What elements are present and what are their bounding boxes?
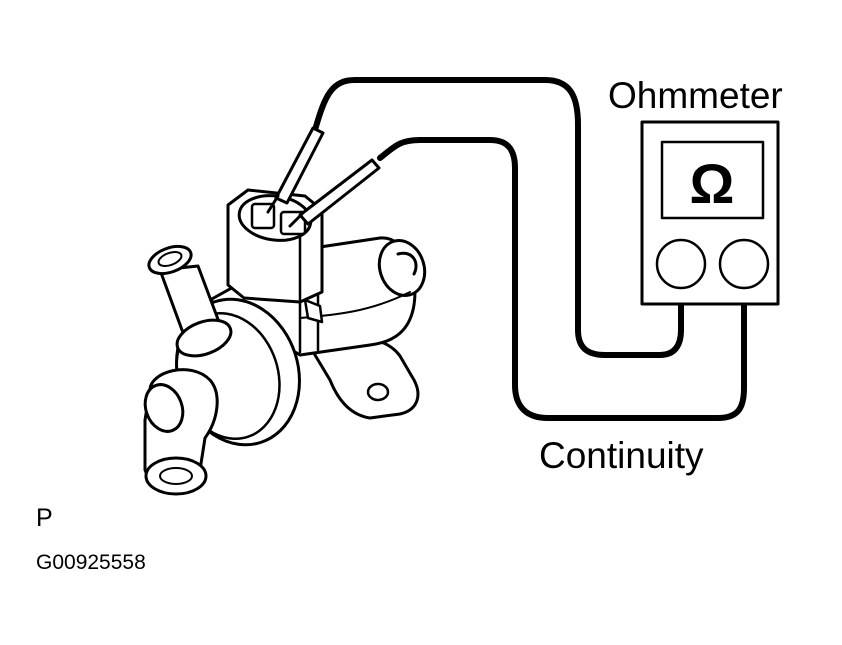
- tester-probes: [266, 126, 381, 228]
- ohmmeter-terminal-right: [718, 238, 770, 290]
- ohmmeter: Ω: [640, 120, 780, 306]
- lower-port-inlet: [143, 383, 185, 433]
- view-code-label: P: [36, 504, 53, 532]
- probe-1-tip: [266, 194, 280, 214]
- upper-port-bore: [157, 251, 183, 267]
- upper-port-collar: [175, 318, 233, 358]
- upper-port: [147, 244, 233, 358]
- lower-port-bore: [159, 467, 193, 485]
- ohmmeter-label: Ohmmeter: [608, 75, 783, 116]
- probe-1: [274, 126, 325, 205]
- vacuum-switching-valve: [143, 126, 427, 496]
- solenoid-endcap-nub: [396, 251, 418, 276]
- ohmmeter-display: [660, 140, 765, 220]
- test-leads: [312, 77, 747, 421]
- bracket-bolt-hole: [366, 382, 390, 402]
- continuity-label: Continuity: [539, 435, 704, 476]
- lead-wire-2: [377, 137, 747, 421]
- figure-id-label: G00925558: [36, 551, 146, 574]
- ohmmeter-terminal-left: [655, 238, 707, 290]
- omega-symbol: Ω: [690, 152, 735, 215]
- probe-2: [298, 158, 381, 226]
- solenoid-endcap: [377, 239, 427, 297]
- probe-2-tip: [288, 212, 304, 228]
- lower-port: [143, 368, 219, 496]
- lead-wire-1: [312, 77, 684, 358]
- connector-lock-tab: [303, 298, 324, 324]
